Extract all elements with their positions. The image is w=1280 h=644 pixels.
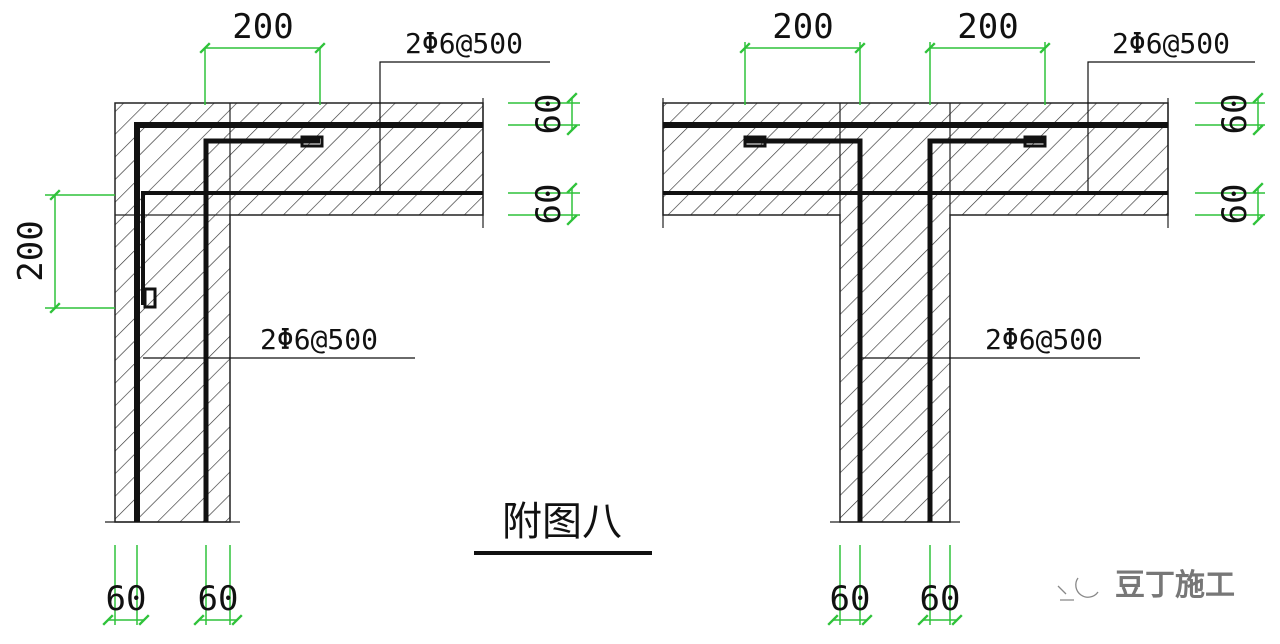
- rebar-hook: [143, 287, 157, 309]
- slab-bottom-rebar: [141, 191, 483, 305]
- concrete-section: [662, 102, 1169, 523]
- dimension-60: 60: [529, 94, 569, 135]
- rebars: [663, 122, 1168, 522]
- left-corner-detail: 200 200 2Φ6@500 2Φ6@500 60 60 60 60: [11, 7, 580, 626]
- leader-lines: [860, 61, 1255, 359]
- rebar-hook: [1023, 135, 1047, 148]
- dimension-60: 60: [920, 579, 961, 619]
- concrete-section: [114, 102, 484, 523]
- rebar-label: 2Φ6@500: [405, 27, 523, 60]
- top-dimension: 200: [772, 7, 833, 47]
- inner-wall-rebar: [203, 138, 320, 522]
- rebar-label: 2Φ6@500: [985, 323, 1103, 356]
- rebar-hook: [743, 135, 767, 148]
- dimension-60: 60: [1215, 184, 1255, 225]
- side-dimension: 200: [11, 220, 51, 281]
- watermark: 豆丁施工: [1057, 568, 1235, 603]
- dimension-60: 60: [1215, 94, 1255, 135]
- dimension-60: 60: [830, 579, 871, 619]
- top-dimension: 200: [957, 7, 1018, 47]
- dimension-lines: [739, 42, 1265, 626]
- rebar-label: 2Φ6@500: [1112, 27, 1230, 60]
- right-tee-detail: 200 200 2Φ6@500 2Φ6@500 60 60 60 60: [662, 7, 1265, 626]
- drawing-title: 附图八: [502, 499, 622, 545]
- dimension-60: 60: [529, 184, 569, 225]
- rebars: [134, 122, 483, 522]
- leader-lines: [143, 61, 550, 359]
- dimension-lines: [45, 42, 580, 626]
- wechat-icon: [1057, 577, 1099, 601]
- watermark-text: 豆丁施工: [1115, 568, 1235, 603]
- dimension-60: 60: [106, 579, 147, 619]
- outer-rebar: [134, 122, 483, 522]
- dimension-60: 60: [198, 579, 239, 619]
- wall-rebar-right: [927, 138, 1045, 522]
- top-dimension: 200: [232, 7, 293, 47]
- wall-rebar-left: [745, 138, 863, 522]
- rebar-label: 2Φ6@500: [260, 323, 378, 356]
- rebar-hook: [300, 135, 324, 148]
